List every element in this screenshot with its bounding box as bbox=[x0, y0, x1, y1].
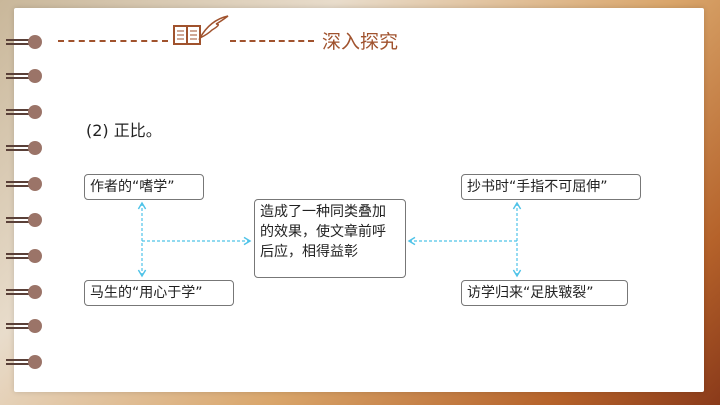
center-line: 造成了一种同类叠加 bbox=[260, 204, 386, 220]
box-center-effect: 造成了一种同类叠加 的效果，使文章前呼 后应，相得益彰 bbox=[254, 199, 406, 278]
question-label: (2) 正比。 bbox=[86, 121, 162, 140]
header-divider-right bbox=[230, 40, 314, 42]
box-returning-feet: 访学归来“足肤皲裂” bbox=[461, 280, 628, 306]
center-line: 后应，相得益彰 bbox=[260, 244, 358, 260]
binder-ring bbox=[6, 69, 42, 83]
book-quill-icon bbox=[172, 12, 230, 52]
binder-ring bbox=[6, 319, 42, 333]
binder-ring bbox=[6, 213, 42, 227]
box-author-love-learning: 作者的“嗜学” bbox=[84, 174, 204, 200]
binder-ring bbox=[6, 177, 42, 191]
binder-ring bbox=[6, 105, 42, 119]
binder-ring bbox=[6, 35, 42, 49]
box-masheng-diligence: 马生的“用心于学” bbox=[84, 280, 234, 306]
binder-ring bbox=[6, 285, 42, 299]
box-copying-fingers: 抄书时“手指不可屈伸” bbox=[461, 174, 641, 200]
binder-ring bbox=[6, 141, 42, 155]
binder-ring bbox=[6, 355, 42, 369]
center-line: 的效果，使文章前呼 bbox=[260, 224, 386, 240]
section-title: 深入探究 bbox=[322, 31, 399, 53]
binder-ring bbox=[6, 249, 42, 263]
header-divider-left bbox=[58, 40, 168, 42]
